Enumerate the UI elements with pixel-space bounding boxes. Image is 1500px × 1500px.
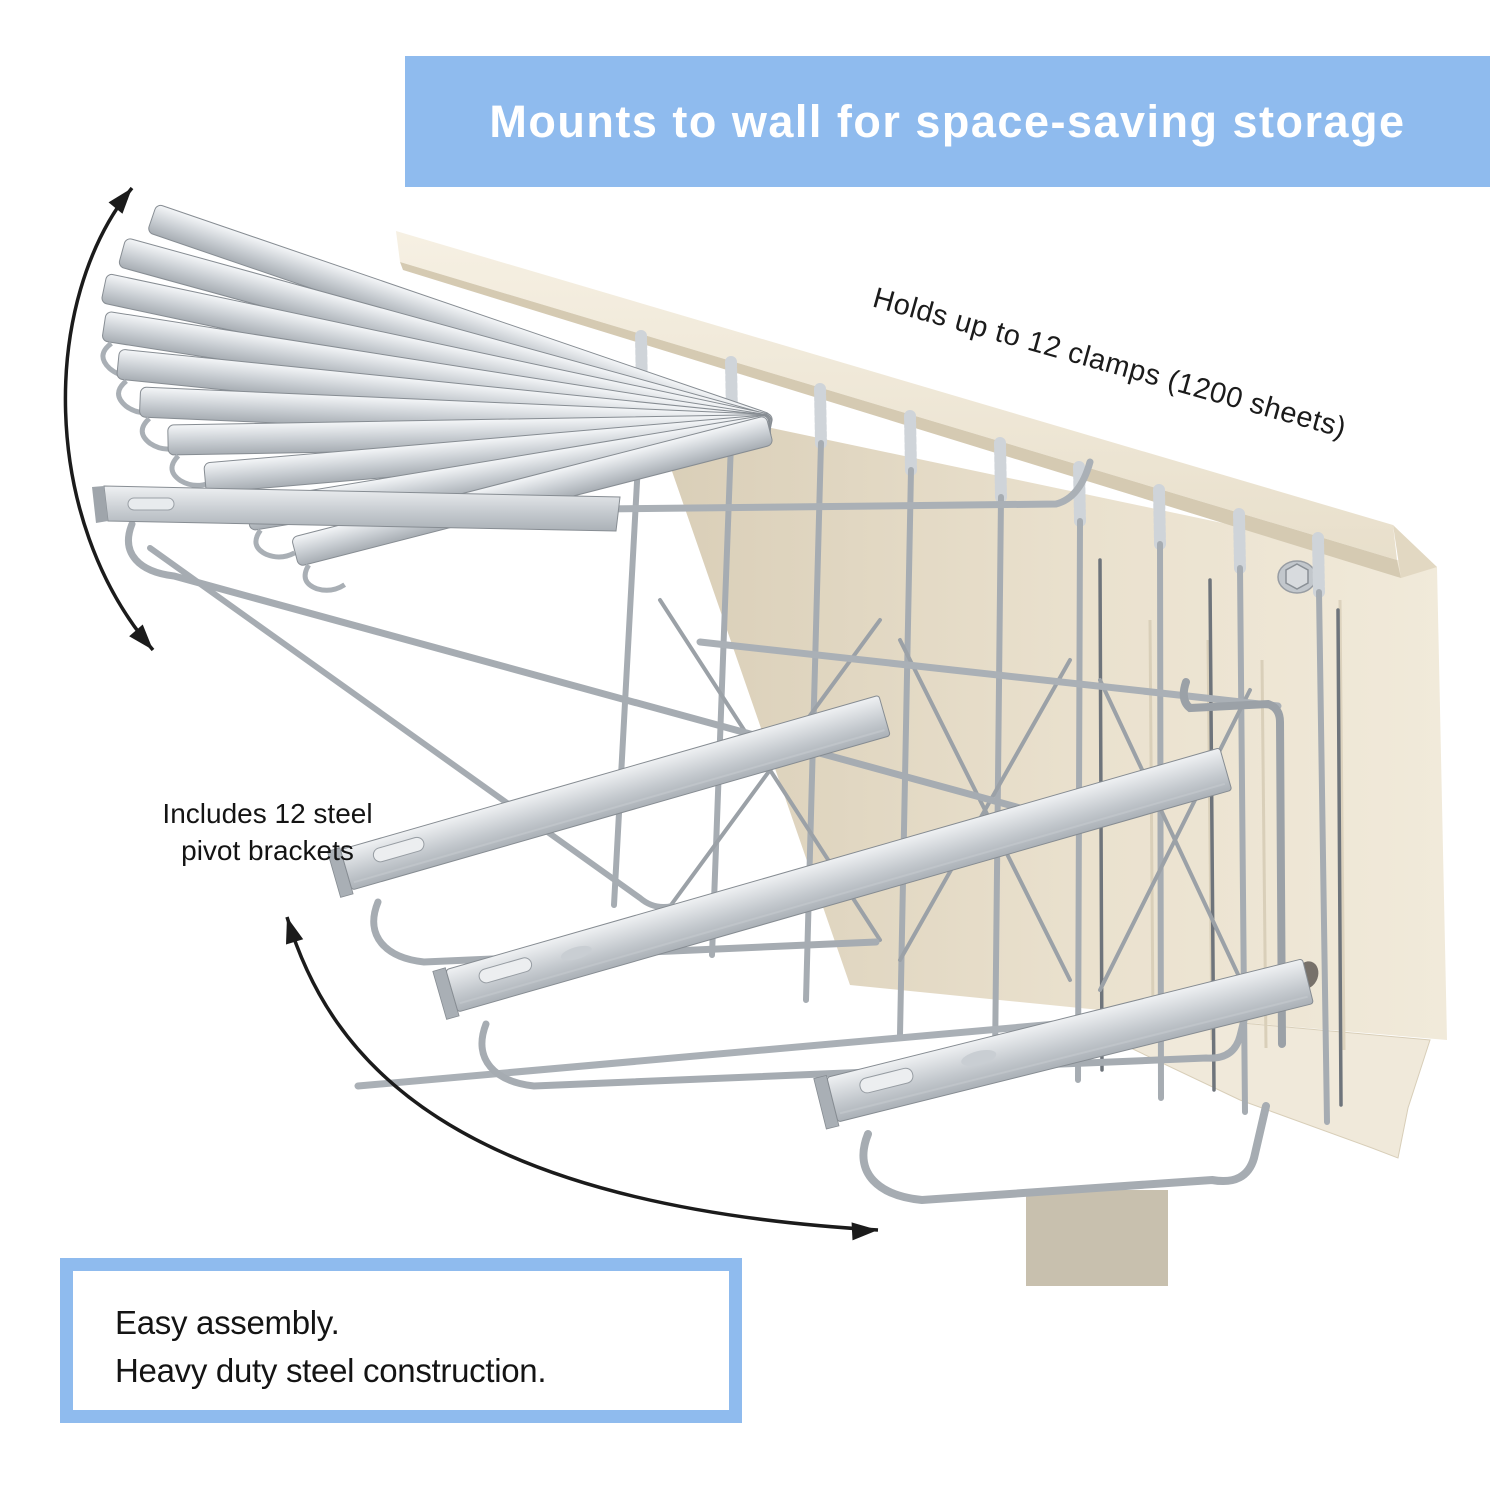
panel-bottom-lip [1117,1011,1431,1159]
footer-line1: Easy assembly. [115,1304,340,1341]
pivot-bracket-a [326,695,891,966]
banner: Mounts to wall for space-saving storage [405,56,1490,187]
footer-line2: Heavy duty steel construction. [115,1352,547,1389]
brackets-label: Includes 12 steel pivot brackets [155,795,380,869]
pivot-bracket-b [432,678,1286,1090]
footer-box: Easy assembly. Heavy duty steel construc… [60,1258,742,1423]
mounting-screw-icon [1277,560,1317,594]
brackets-label-line2: pivot brackets [181,835,354,866]
banner-text: Mounts to wall for space-saving storage [489,95,1406,147]
open-bracket-horizontal [92,485,1024,910]
pivot-bracket-c [813,958,1314,1205]
brackets-label-line1: Includes 12 steel [162,798,373,829]
panel-lower-tab [1026,1190,1168,1286]
wall-rail [396,231,1437,578]
swing-arrow-bottom-icon [285,916,879,1241]
pivot-arrow-left-icon [63,186,155,652]
